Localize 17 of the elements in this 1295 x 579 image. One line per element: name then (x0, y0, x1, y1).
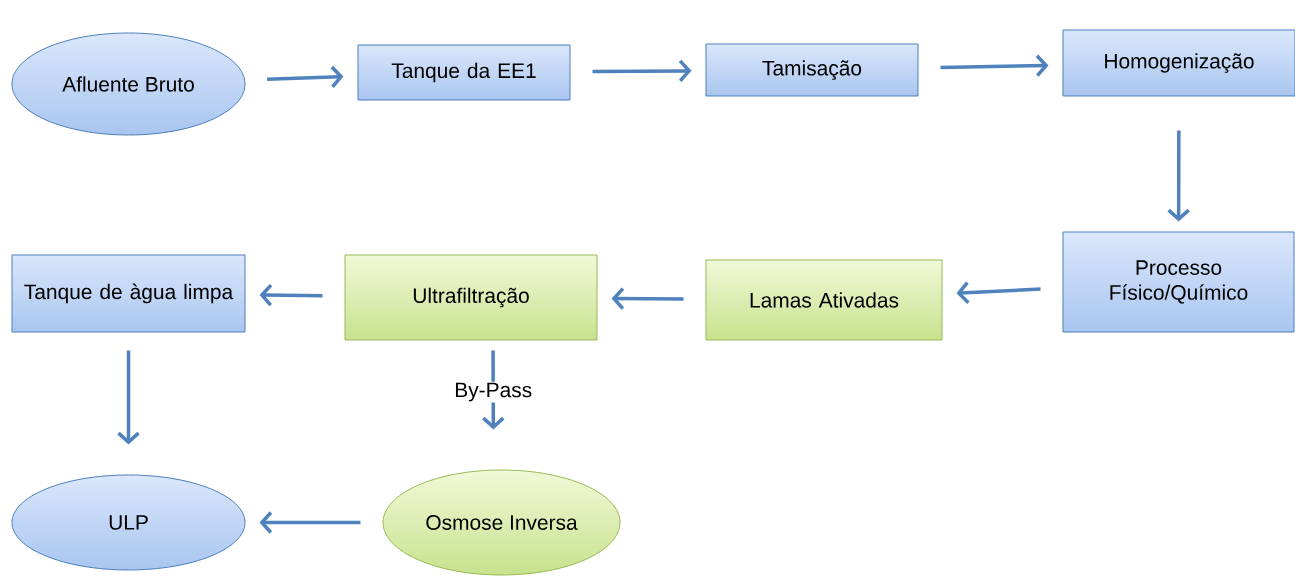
arrow (956, 281, 1041, 304)
arrow (267, 65, 344, 89)
process-box: Ultrafiltração (344, 254, 598, 341)
process-box: Tanque da EE1 (357, 44, 571, 101)
process-box: Processo Físico/Químico (1062, 231, 1295, 333)
process-box: Tanque de àgua limpa (11, 254, 246, 333)
process-box: Homogenização (1062, 29, 1295, 97)
arrow (259, 283, 323, 307)
edge-label: By-Pass (453, 381, 534, 403)
process-box: Lamas Ativadas (705, 259, 943, 341)
arrow (1167, 130, 1190, 222)
arrow (259, 511, 361, 534)
arrow (117, 350, 140, 445)
arrow (592, 59, 692, 83)
arrow (611, 287, 684, 310)
process-box: Tamisação (705, 43, 919, 97)
arrow (940, 54, 1049, 77)
